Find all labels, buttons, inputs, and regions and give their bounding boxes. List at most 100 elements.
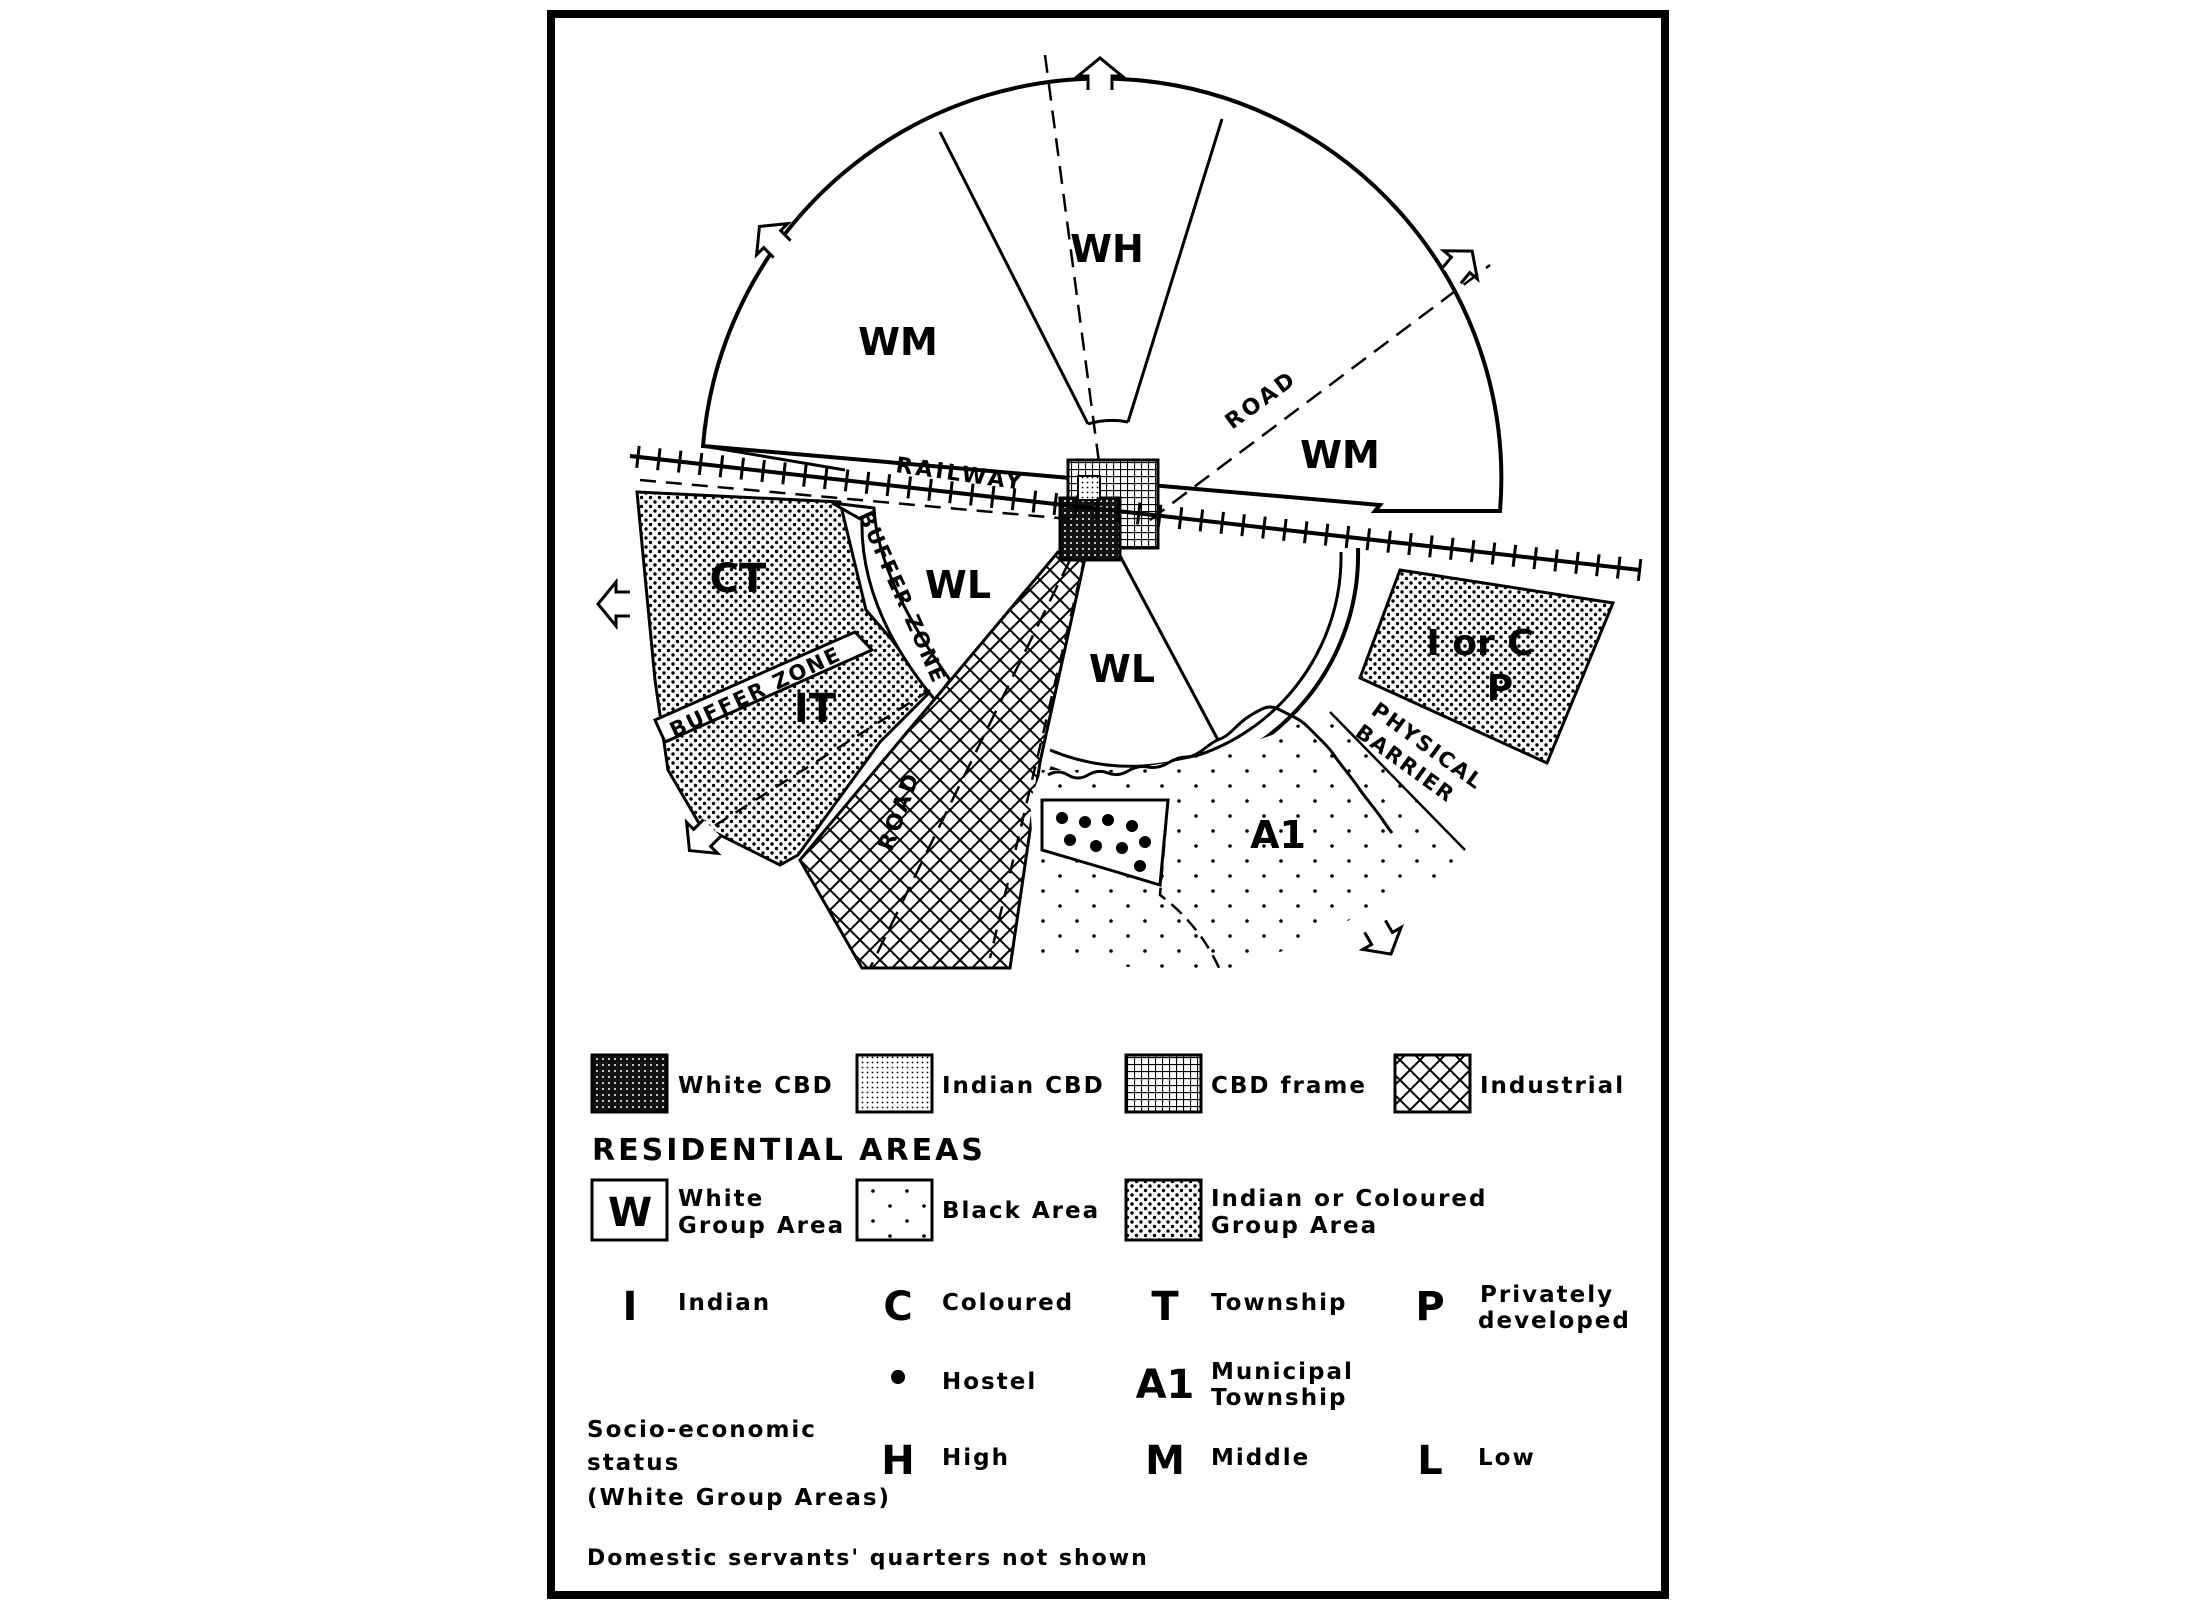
zone-label-p: P	[1487, 668, 1513, 709]
legend-indian-line2: Group Area	[1211, 1213, 1378, 1239]
code-i-symbol: I	[623, 1284, 638, 1330]
arrow-north	[1073, 56, 1127, 90]
map: WH WM WM WL WL CT IT I or C P A1 RAILWAY…	[596, 54, 1643, 975]
status-l-label: Low	[1478, 1445, 1536, 1471]
swatch-white-cbd	[590, 1053, 669, 1114]
railway-tie	[656, 448, 662, 471]
zone-label-ct: CT	[710, 556, 767, 602]
white-outer-sector	[700, 76, 1504, 513]
hostel-label: Hostel	[942, 1369, 1037, 1395]
railway-tie	[969, 483, 975, 506]
railway-tie	[676, 450, 683, 473]
status-title-line3: (White Group Areas)	[587, 1485, 891, 1511]
road-west-it	[699, 688, 931, 837]
swatch-black-area	[855, 1178, 934, 1242]
railway-tie	[864, 471, 871, 494]
legend-white-line2: Group Area	[678, 1213, 845, 1239]
railway-tie	[843, 469, 850, 492]
legend-indian-cbd: Indian CBD	[942, 1073, 1105, 1099]
railway-tie	[1595, 554, 1601, 577]
a1-line2: Township	[1211, 1385, 1347, 1411]
status-l-symbol: L	[1417, 1438, 1443, 1484]
zone-label-wh: WH	[1070, 227, 1144, 271]
railway-tie	[1511, 544, 1518, 567]
swatch-industrial	[1393, 1053, 1472, 1114]
zone-label-wl-left: WL	[925, 563, 991, 607]
railway-tie	[1532, 547, 1538, 570]
residential-heading: RESIDENTIAL AREAS	[592, 1133, 986, 1168]
zone-label-it: IT	[794, 686, 837, 732]
railway-tie	[927, 478, 933, 501]
hostel-symbol: •	[885, 1356, 911, 1402]
railway-tie	[1156, 504, 1163, 527]
railway-tie	[1365, 528, 1372, 551]
railway-tie	[1636, 558, 1643, 582]
legend-white-line1: White	[678, 1186, 764, 1212]
swatch-indian-cbd	[855, 1053, 934, 1114]
indian-cbd	[1077, 475, 1101, 501]
i-or-c-area	[1358, 568, 1616, 766]
railway-tie	[1302, 521, 1309, 544]
white-group-symbol: W	[608, 1190, 652, 1236]
black-area-edge	[1329, 711, 1466, 851]
code-p-line2: developed	[1478, 1308, 1631, 1334]
legend-indian-line1: Indian or Coloured	[1211, 1186, 1487, 1212]
code-c-symbol: C	[883, 1284, 912, 1330]
code-c-label: Coloured	[942, 1290, 1074, 1316]
railway-tie	[1490, 542, 1497, 565]
status-h-symbol: H	[881, 1438, 914, 1484]
railway-tie	[635, 445, 641, 468]
legend-black-area: Black Area	[942, 1198, 1100, 1224]
road-northeast	[1149, 264, 1491, 521]
railway-tie	[1073, 495, 1079, 518]
railway-tie	[1094, 497, 1100, 520]
wh-inner-arc	[1087, 418, 1129, 426]
road-north	[1043, 54, 1102, 471]
railway-tie	[1052, 492, 1059, 516]
hostel-dots	[1056, 812, 1151, 872]
code-p-symbol: P	[1415, 1284, 1444, 1330]
railway-tie	[823, 466, 829, 490]
arrow-northwest	[754, 221, 792, 259]
black-area-divider	[1158, 799, 1222, 971]
code-t-symbol: T	[1151, 1284, 1179, 1330]
code-i-label: Indian	[678, 1290, 771, 1316]
railway-tie	[989, 485, 996, 509]
railway-tie	[906, 476, 912, 499]
a1-symbol: A1	[1136, 1362, 1195, 1408]
legend-industrial: Industrial	[1480, 1073, 1625, 1099]
wh-wedge-right	[1126, 118, 1224, 423]
legend: White CBD Indian CBD CBD frame Industria…	[587, 1053, 1631, 1571]
black-area	[1030, 710, 1480, 975]
railway	[629, 445, 1643, 582]
railway-tie	[1240, 514, 1246, 537]
code-p-line1: Privately	[1480, 1282, 1614, 1308]
railway-tie	[948, 481, 954, 504]
status-m-symbol: M	[1145, 1438, 1185, 1484]
legend-note: Domestic servants' quarters not shown	[587, 1546, 1149, 1571]
swatch-white-group	[590, 1178, 669, 1242]
railway-tie	[1136, 502, 1142, 525]
railway-tie	[1010, 488, 1017, 511]
railway-tie	[718, 455, 725, 478]
arrow-west	[596, 577, 630, 631]
railway-tie	[1553, 549, 1559, 572]
legend-cbd-frame: CBD frame	[1211, 1073, 1367, 1099]
road-southwest-2	[988, 555, 1087, 959]
wh-wedge-left	[938, 131, 1090, 425]
arrow-northeast	[1439, 249, 1480, 285]
zone-label-wm-right: WM	[1300, 433, 1380, 477]
zone-label-wl-right: WL	[1089, 647, 1155, 691]
status-title-line1: Socio-economic	[587, 1417, 817, 1443]
railway-tie	[1449, 537, 1455, 560]
railway-tie	[1115, 499, 1121, 523]
railway-tie	[1261, 516, 1267, 539]
status-title-line2: status	[587, 1450, 680, 1476]
railway-tie	[1219, 511, 1225, 534]
expansion-arrows	[596, 56, 1480, 956]
railway-tie	[1344, 525, 1351, 549]
buffer-zone-diagonal	[653, 630, 875, 744]
wl-divider	[1116, 551, 1220, 741]
arrow-southeast	[1358, 919, 1404, 956]
